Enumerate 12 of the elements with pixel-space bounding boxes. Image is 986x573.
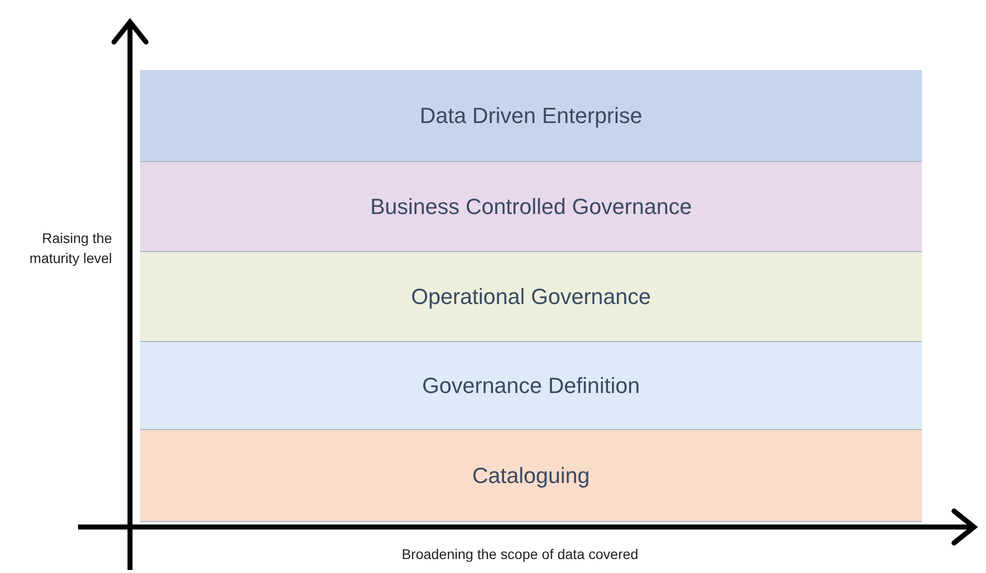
level-band [140,162,922,252]
level-band [140,70,922,162]
axis-label: Broadening the scope of data covered [400,546,640,562]
level-title: Data Driven Enterprise [420,102,642,128]
level-title: Operational Governance [411,284,651,310]
level-title: Business Controlled Governance [370,194,692,220]
level-band [140,252,922,342]
level-title: Cataloguing [472,462,590,488]
level-title: Governance Definition [422,372,640,398]
level-band [140,342,922,430]
level-band [140,430,922,522]
axis-label: Raising the maturity level [28,229,112,268]
